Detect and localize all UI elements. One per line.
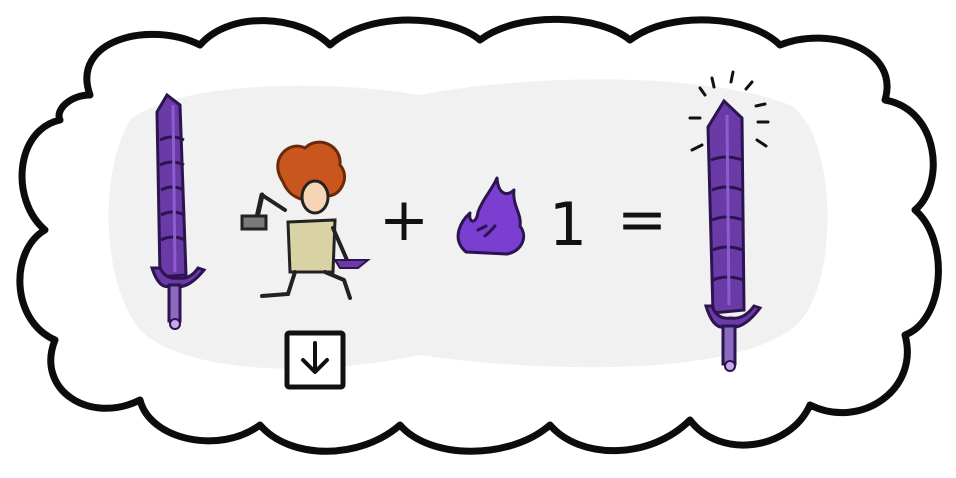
purple-flame-essence-icon xyxy=(456,176,526,256)
blacksmith-icon xyxy=(240,140,371,300)
glowing-sword-icon xyxy=(688,70,770,372)
essence-count: 1 xyxy=(549,190,587,260)
equals-symbol: = xyxy=(617,185,667,255)
input-sword-icon xyxy=(149,92,207,330)
plus-symbol: + xyxy=(379,185,429,255)
down-arrow-key-icon xyxy=(284,330,346,390)
